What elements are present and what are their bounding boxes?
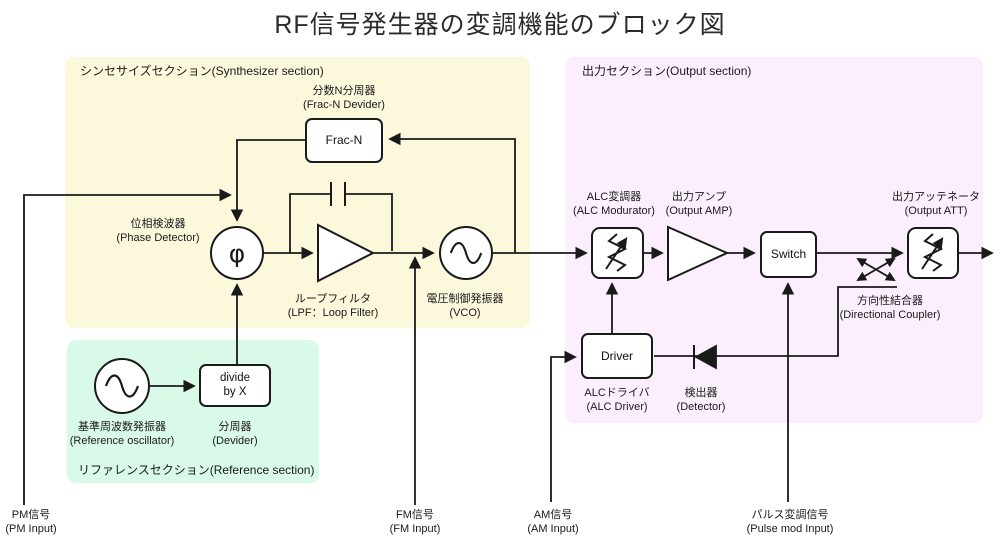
- am-input-label-en: (AM Input): [527, 523, 579, 536]
- vco-label: 電圧制御発振器 (VCO): [427, 292, 504, 321]
- pm-input-label: PM信号 (PM Input): [5, 508, 56, 537]
- cap-feedback-left: [289, 193, 331, 253]
- att-attenuator-arrow-icon: [921, 237, 944, 270]
- capacitor-icon: [330, 182, 346, 206]
- divider-label-en: (Devider): [212, 435, 258, 448]
- synthesizer-section-label: シンセサイズセクション(Synthesizer section): [80, 64, 324, 78]
- output-att-label: 出力アッテネータ (Output ATT): [892, 190, 980, 219]
- divider-box-line1: divide: [219, 371, 251, 384]
- fm-input-label-jp: FM信号: [396, 509, 434, 521]
- loop-filter-triangle: [317, 223, 376, 283]
- am-input-line: [550, 350, 577, 502]
- driver-box: Driver: [581, 333, 653, 379]
- alc-driver-label: ALCドライバ (ALC Driver): [584, 386, 649, 415]
- phase-detector-circle: φ: [210, 226, 264, 280]
- vco-label-en: (VCO): [449, 307, 481, 320]
- frac-n-label-en: (Frac-N Devider): [303, 99, 385, 112]
- reference-oscillator-label-jp: 基準周波数発振器: [77, 421, 166, 433]
- directional-coupler-icon: [856, 258, 896, 281]
- frac-n-box: Frac-N: [305, 118, 383, 163]
- divider-box-line2: by X: [223, 385, 247, 398]
- divider-box: divide by X: [199, 364, 271, 407]
- directional-coupler-label-jp: 方向性結合器: [857, 295, 923, 307]
- directional-coupler-label: 方向性結合器 (Directional Coupler): [840, 294, 941, 323]
- am-input-label-jp: AM信号: [533, 509, 573, 521]
- sine-wave-icon: [104, 374, 140, 398]
- divider-label-jp: 分周器: [218, 421, 252, 433]
- am-input-label: AM信号 (AM Input): [527, 508, 578, 537]
- alc-modulator-label-en: (ALC Modurator): [573, 205, 655, 218]
- alc-modulator-label-jp: ALC変調器: [586, 191, 642, 203]
- reference-section-label: リファレンスセクション(Reference section): [78, 463, 315, 477]
- output-att-label-en: (Output ATT): [904, 205, 968, 218]
- reference-oscillator-label: 基準周波数発振器 (Reference oscillator): [70, 420, 175, 449]
- loop-filter-label: ループフィルタ (LPF：Loop Filter): [288, 292, 378, 321]
- output-att-block: [907, 227, 959, 279]
- frac-n-label: 分数N分周器 (Frac-N Devider): [303, 84, 385, 113]
- sine-wave-icon: [449, 242, 483, 264]
- output-att-label-jp: 出力アッテネータ: [892, 191, 980, 203]
- fm-input-label: FM信号 (FM Input): [390, 508, 441, 537]
- pulse-input-label-en: (Pulse mod Input): [746, 523, 834, 536]
- alc-driver-label-en: (ALC Driver): [586, 401, 648, 414]
- detector-label-jp: 検出器: [684, 387, 718, 399]
- pulse-input-label-jp: パルス変調信号: [751, 509, 829, 521]
- phi-symbol: φ: [228, 238, 246, 268]
- coupler-to-detector-line: [654, 286, 897, 357]
- output-amp-label-jp: 出力アンプ: [671, 191, 727, 203]
- phase-detector-label: 位相検波器 (Phase Detector): [116, 217, 199, 246]
- pm-input-line: [23, 188, 232, 505]
- alc-driver-label-jp: ALCドライバ: [584, 387, 650, 399]
- synthesizer-section: [65, 57, 530, 328]
- loop-filter-label-jp: ループフィルタ: [294, 293, 372, 305]
- reference-oscillator-label-en: (Reference oscillator): [69, 435, 175, 448]
- alc-modulator-label: ALC変調器 (ALC Modurator): [573, 190, 655, 219]
- output-amp-triangle: [667, 225, 730, 282]
- vco-label-jp: 電圧制御発振器: [426, 293, 504, 305]
- cap-feedback-right: [345, 193, 393, 251]
- driver-box-text: Driver: [601, 348, 633, 363]
- divider-label: 分周器 (Devider): [212, 420, 257, 449]
- switch-box-text: Switch: [770, 247, 807, 262]
- vco-circle: [439, 226, 493, 280]
- directional-coupler-label-en: (Directional Coupler): [839, 309, 941, 322]
- detector-diode-icon: [693, 344, 717, 370]
- switch-box: Switch: [760, 231, 817, 278]
- vco-to-fracn-feedback-line: [388, 132, 516, 253]
- frac-n-box-text: Frac-N: [325, 133, 363, 148]
- loop-filter-label-en: (LPF：Loop Filter): [287, 307, 379, 320]
- phase-detector-label-jp: 位相検波器: [130, 218, 186, 230]
- detector-label: 検出器 (Detector): [677, 386, 726, 415]
- pm-input-label-en: (PM Input): [5, 523, 57, 536]
- fm-input-label-en: (FM Input): [389, 523, 441, 536]
- fracn-to-phase-line: [230, 139, 305, 222]
- alc-attenuator-arrow-icon: [605, 237, 628, 270]
- detector-label-en: (Detector): [676, 401, 726, 414]
- reference-oscillator-circle: [94, 358, 150, 414]
- output-amp-label-en: (Output AMP): [665, 205, 733, 218]
- output-section-label: 出力セクション(Output section): [582, 64, 752, 78]
- diagram-title: RF信号発生器の変調機能のブロック図: [274, 11, 726, 39]
- frac-n-label-jp: 分数N分周器: [312, 85, 376, 97]
- output-amp-label: 出力アンプ (Output AMP): [666, 190, 733, 219]
- alc-modulator-block: [591, 227, 644, 279]
- pulse-input-label: パルス変調信号 (Pulse mod Input): [747, 508, 834, 537]
- phase-detector-label-en: (Phase Detector): [116, 232, 200, 245]
- pm-input-label-jp: PM信号: [11, 509, 51, 521]
